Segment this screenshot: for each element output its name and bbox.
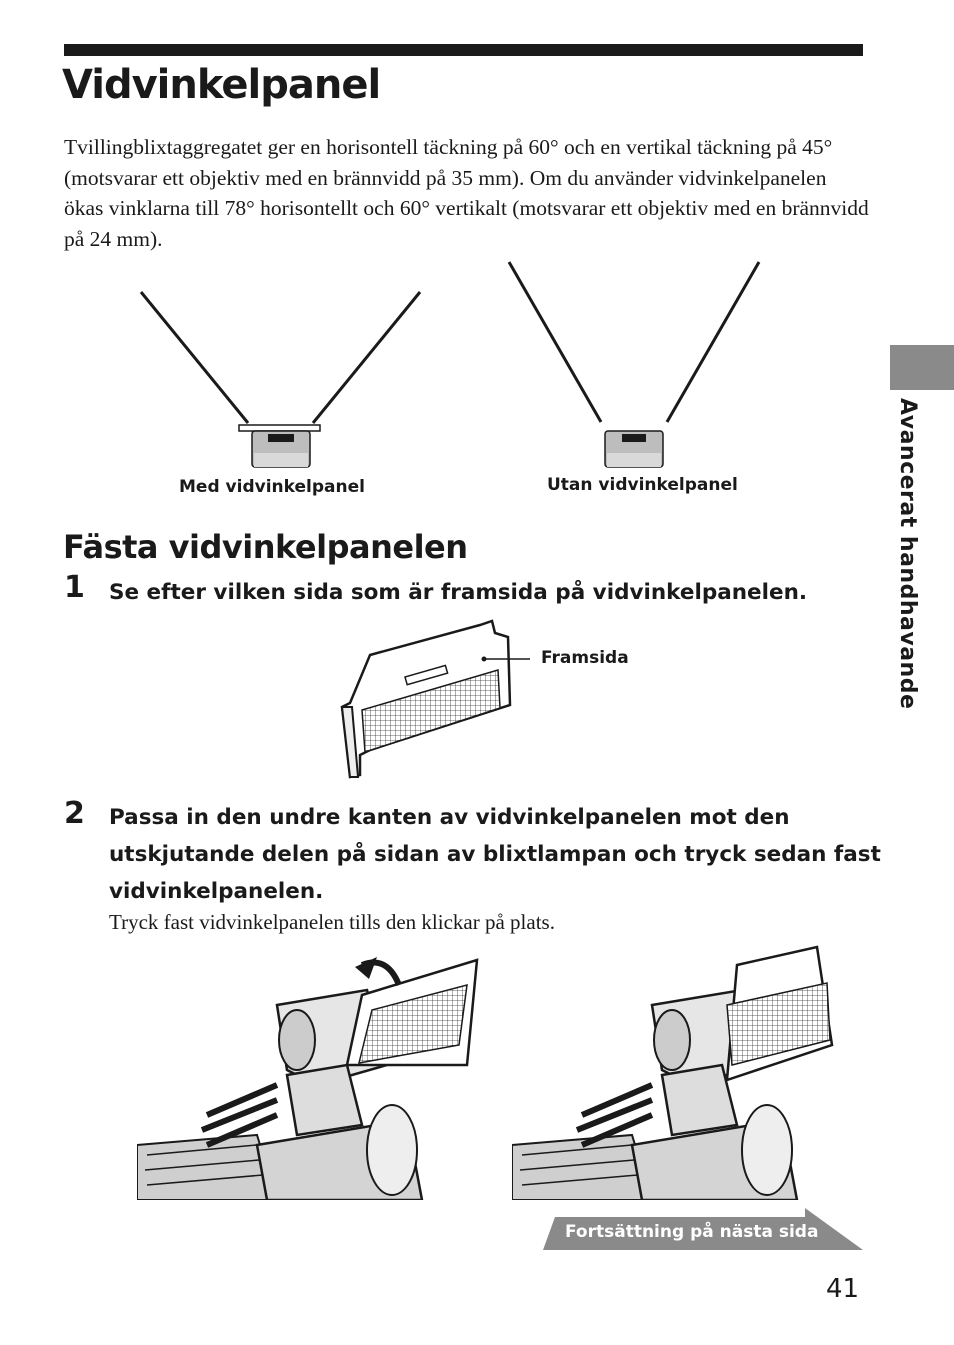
page-title: Vidvinkelpanel bbox=[62, 62, 381, 108]
page-number: 41 bbox=[826, 1274, 860, 1304]
side-tab-label: Avancerat handhavande bbox=[872, 398, 932, 758]
attach-illustration-2 bbox=[512, 945, 834, 1200]
section-tab-marker bbox=[890, 345, 954, 390]
side-tab-text: Avancerat handhavande bbox=[895, 398, 920, 710]
without-panel-label: Utan vidvinkelpanel bbox=[547, 475, 738, 495]
without-panel-figure bbox=[507, 261, 761, 468]
with-panel-label: Med vidvinkelpanel bbox=[179, 477, 365, 497]
section-heading: Fästa vidvinkelpanelen bbox=[63, 528, 468, 566]
continued-text: Fortsättning på nästa sida bbox=[565, 1222, 819, 1242]
step-1-text: Se efter vilken sida som är framsida på … bbox=[109, 580, 808, 605]
step-2-number: 2 bbox=[64, 796, 85, 831]
title-rule bbox=[64, 44, 863, 56]
attach-illustration-1 bbox=[137, 957, 479, 1200]
step-2-note: Tryck fast vidvinkelpanelen tills den kl… bbox=[109, 910, 555, 934]
with-panel-figure bbox=[139, 291, 422, 468]
step-2-text: Passa in den undre kanten av vidvinkelpa… bbox=[109, 805, 881, 904]
continued-banner: Fortsättning på nästa sida bbox=[543, 1208, 863, 1250]
intro-paragraph: Tvillingblixtaggregatet ger en horisonte… bbox=[64, 135, 869, 251]
front-side-callout: Framsida bbox=[541, 648, 629, 668]
panel-illustration bbox=[340, 619, 530, 779]
coverage-diagram bbox=[139, 261, 761, 468]
step-1-number: 1 bbox=[64, 570, 85, 605]
